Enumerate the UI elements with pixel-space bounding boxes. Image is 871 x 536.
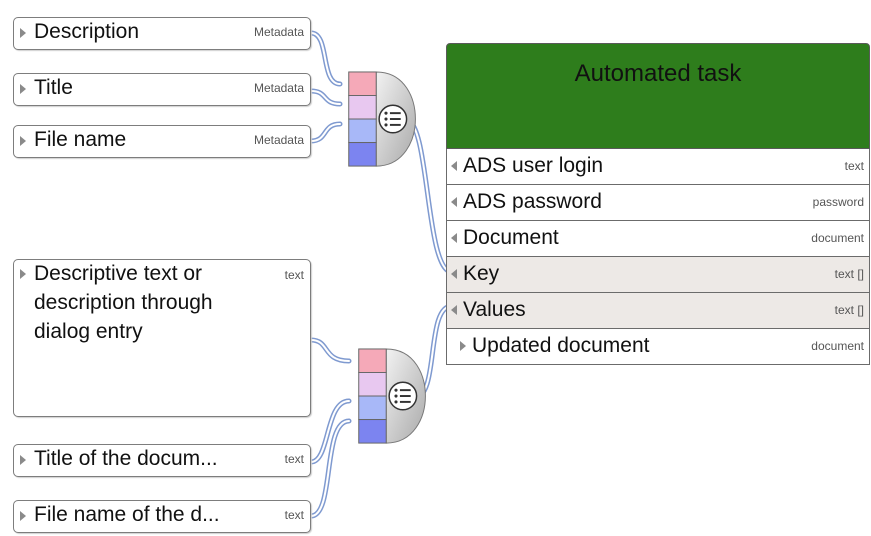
port xyxy=(358,348,387,373)
list-connector-bottom[interactable] xyxy=(346,347,446,447)
input-label: Title of the docum... xyxy=(34,447,218,470)
input-label: Descriptive text or description through … xyxy=(34,262,213,343)
param-type: text [] xyxy=(834,267,864,281)
link-file-name-of-document xyxy=(308,418,352,519)
input-label: Description xyxy=(34,20,140,43)
input-label: File name of the d... xyxy=(34,503,220,526)
task-param-updated-document[interactable]: Updated document document xyxy=(446,329,870,365)
input-title[interactable]: Title Metadata xyxy=(13,73,311,106)
param-label: Updated document xyxy=(472,334,650,357)
automated-task-node[interactable]: Automated task ADS user login text ADS p… xyxy=(446,43,870,365)
list-icon xyxy=(388,381,418,411)
port xyxy=(348,71,377,96)
input-type: text xyxy=(284,452,304,466)
port xyxy=(348,142,377,167)
list-icon xyxy=(378,104,408,134)
param-type: document xyxy=(811,231,864,245)
port xyxy=(358,395,387,421)
param-type: text [] xyxy=(834,303,864,317)
input-description[interactable]: Description Metadata xyxy=(13,17,311,50)
input-port-icon xyxy=(451,197,457,207)
port xyxy=(348,118,377,144)
expand-arrow-icon xyxy=(20,511,26,521)
input-type: Metadata xyxy=(253,133,304,147)
input-label: File name xyxy=(34,128,127,151)
port xyxy=(358,372,387,397)
expand-arrow-icon xyxy=(20,84,26,94)
input-title-of-document[interactable]: Title of the docum... text xyxy=(13,444,311,477)
param-type: text xyxy=(844,159,864,173)
port xyxy=(348,95,377,120)
expand-arrow-icon xyxy=(20,28,26,38)
task-param-document[interactable]: Document document xyxy=(446,221,870,257)
input-type: Metadata xyxy=(253,81,304,95)
output-port-icon xyxy=(460,341,466,351)
input-descriptive-text[interactable]: Descriptive text or description through … xyxy=(13,259,311,417)
input-file-name-of-document[interactable]: File name of the d... text xyxy=(13,500,311,533)
input-port-icon xyxy=(451,161,457,171)
param-label: Document xyxy=(463,226,559,249)
param-type: document xyxy=(811,339,864,353)
port xyxy=(358,419,387,444)
expand-arrow-icon xyxy=(20,136,26,146)
param-label: ADS password xyxy=(463,190,602,213)
task-param-ads-user-login[interactable]: ADS user login text xyxy=(446,149,870,185)
input-file-name[interactable]: File name Metadata xyxy=(13,125,311,158)
task-title: Automated task xyxy=(574,60,742,87)
param-type: password xyxy=(812,195,864,209)
task-param-key[interactable]: Key text [] xyxy=(446,257,870,293)
input-port-icon xyxy=(451,269,457,279)
expand-arrow-icon xyxy=(20,455,26,465)
param-label: Key xyxy=(463,262,500,285)
param-label: Values xyxy=(463,298,526,321)
task-param-values[interactable]: Values text [] xyxy=(446,293,870,329)
param-label: ADS user login xyxy=(463,154,604,177)
input-type: Metadata xyxy=(253,25,304,39)
expand-arrow-icon xyxy=(20,269,26,279)
task-header[interactable]: Automated task xyxy=(446,43,870,149)
input-type: text xyxy=(284,268,304,282)
input-label: Title xyxy=(34,76,73,99)
input-port-icon xyxy=(451,305,457,315)
list-connector-top[interactable] xyxy=(336,70,436,170)
task-param-ads-password[interactable]: ADS password password xyxy=(446,185,870,221)
input-type: text xyxy=(284,508,304,522)
link-descriptive-text xyxy=(308,337,352,364)
input-port-icon xyxy=(451,233,457,243)
